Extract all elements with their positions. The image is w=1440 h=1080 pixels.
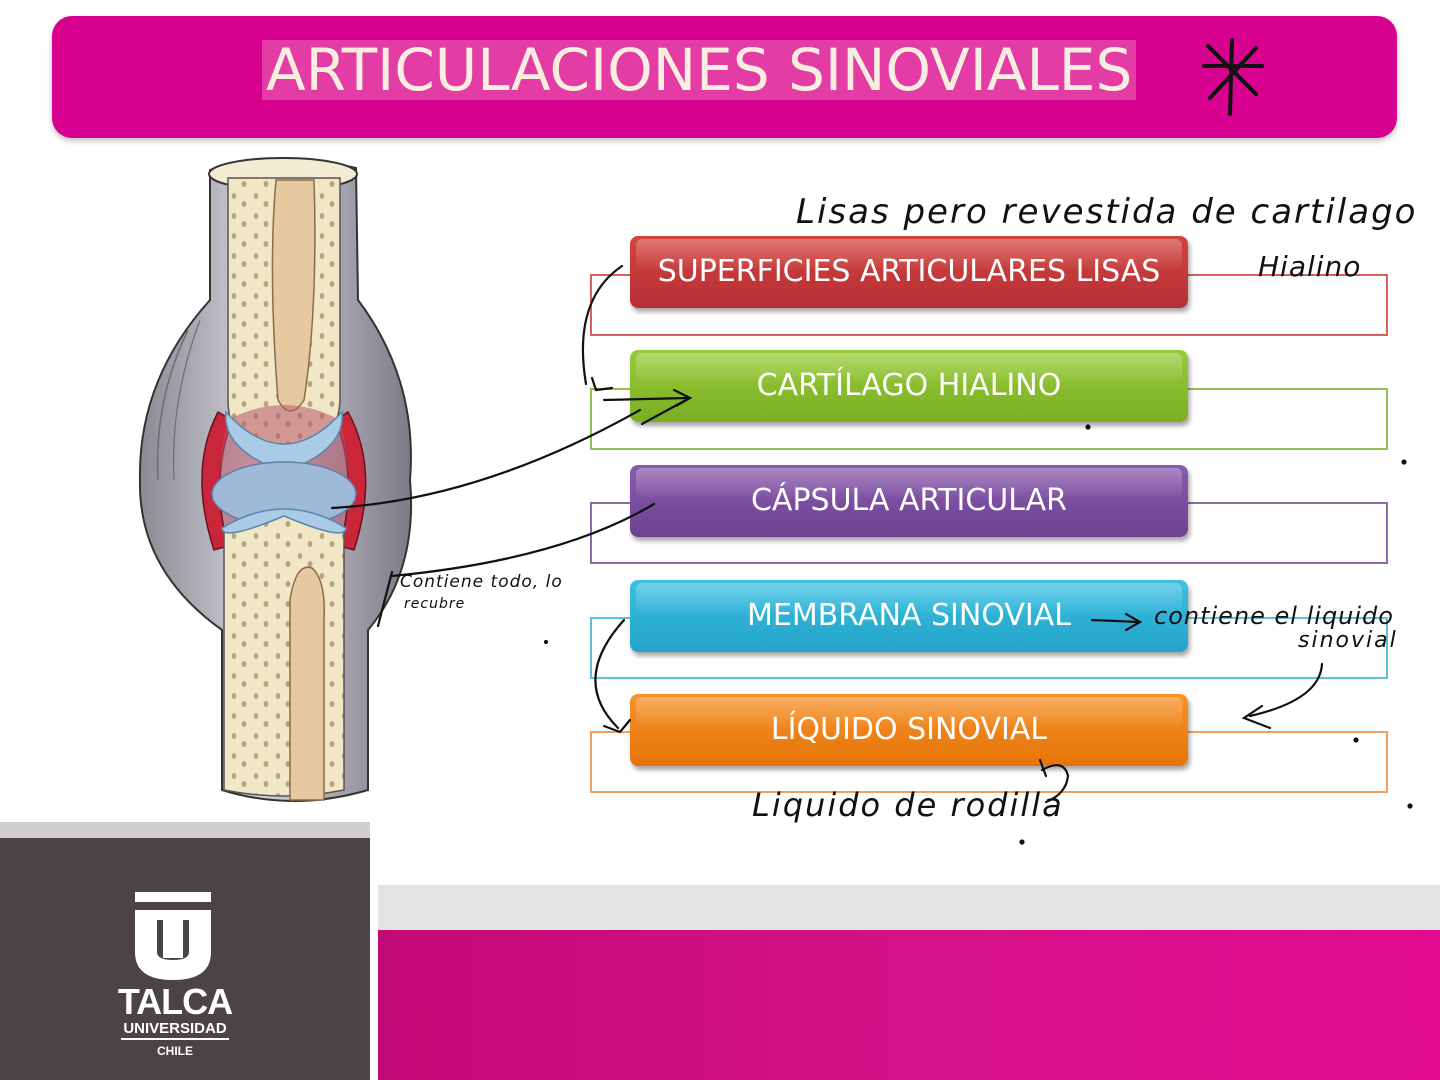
university-logo-icon <box>135 892 211 980</box>
bar-cartilago-hialino: CARTÍLAGO HIALINO <box>630 350 1188 422</box>
footer-gray-strip <box>378 885 1440 930</box>
knee-joint-illustration <box>138 157 413 802</box>
bar-membrana-sinovial: MEMBRANA SINOVIAL <box>630 580 1188 652</box>
note-contiene-todo: Contiene todo, lo <box>400 572 563 592</box>
logo-universidad-text: UNIVERSIDAD <box>123 1020 227 1037</box>
note-sinovial: sinovial <box>1298 628 1398 653</box>
note-hialino: Hialino <box>1258 250 1362 283</box>
logo-divider <box>121 1038 229 1040</box>
footer-gray-strip-left <box>0 822 370 838</box>
bar-liquido-sinovial: LÍQUIDO SINOVIAL <box>630 694 1188 766</box>
note-liquido-rodilla: Liquido de rodilla <box>752 786 1064 824</box>
logo-chile-text: CHILE <box>157 1044 193 1058</box>
bar-capsula-articular: CÁPSULA ARTICULAR <box>630 465 1188 537</box>
note-recubre: recubre <box>404 596 466 612</box>
note-contiene-liquido: contiene el liquido <box>1154 602 1394 630</box>
bar-superficies-articulares-lisas: SUPERFICIES ARTICULARES LISAS <box>630 236 1188 308</box>
footer-pink-band <box>378 930 1440 1080</box>
note-lisas-revestida: Lisas pero revestida de cartilago <box>796 192 1418 232</box>
logo-talca-text: TALCA <box>117 981 233 1022</box>
asterisk-mark <box>1202 38 1264 116</box>
slide-title: ARTICULACIONES SINOVIALES <box>262 40 1137 100</box>
